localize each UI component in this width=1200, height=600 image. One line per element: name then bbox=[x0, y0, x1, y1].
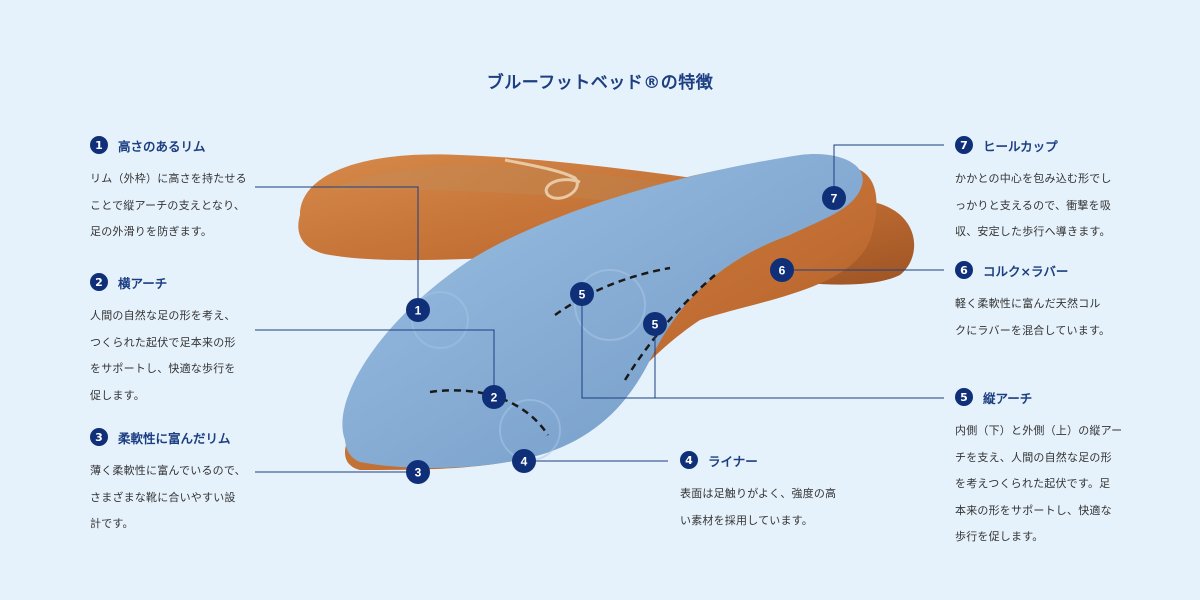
feature-title: コルク×ラバー bbox=[983, 263, 1069, 279]
leader-lines bbox=[255, 144, 944, 473]
svg-text:3: 3 bbox=[415, 466, 422, 480]
feature-number-badge: 7 bbox=[955, 136, 973, 154]
feature-5: 5 縦アーチ 内側（下）と外側（上）の縦アー チを支え、人間の自然な足の形 を考え… bbox=[955, 387, 1130, 551]
svg-text:7: 7 bbox=[831, 192, 838, 206]
front-insole bbox=[342, 154, 877, 470]
feature-number-badge: 4 bbox=[680, 451, 698, 469]
feature-4: 4 ライナー 表面は足触りがよく、強度の高 い素材を採用しています。 bbox=[680, 450, 855, 534]
marker-1: 1 bbox=[406, 298, 430, 322]
marker-5b: 5 bbox=[643, 312, 667, 336]
marker-2: 2 bbox=[482, 385, 506, 409]
feature-description: 薄く柔軟性に富んでいるので、 さまざまな靴に合いやすい設 計です。 bbox=[90, 464, 246, 530]
svg-text:4: 4 bbox=[521, 455, 528, 469]
feature-title: ヒールカップ bbox=[983, 138, 1058, 154]
svg-text:2: 2 bbox=[491, 391, 498, 405]
feature-title: 柔軟性に富んだリム bbox=[118, 430, 231, 446]
feature-title: 横アーチ bbox=[118, 275, 168, 291]
svg-text:1: 1 bbox=[415, 304, 422, 318]
svg-text:5: 5 bbox=[579, 288, 586, 302]
feature-number-badge: 5 bbox=[955, 388, 973, 406]
svg-text:5: 5 bbox=[652, 318, 659, 332]
feature-6: 6 コルク×ラバー 軽く柔軟性に富んだ天然コル クにラバーを混合しています。 bbox=[955, 260, 1130, 344]
marker-7: 7 bbox=[822, 186, 846, 210]
feature-title: 縦アーチ bbox=[983, 390, 1033, 406]
feature-7: 7 ヒールカップ かかとの中心を包み込む形でし っかりと支えるので、衝撃を吸 収、… bbox=[955, 135, 1130, 246]
marker-4: 4 bbox=[512, 449, 536, 473]
feature-title: ライナー bbox=[708, 453, 758, 469]
marker-6: 6 bbox=[770, 258, 794, 282]
feature-description: 人間の自然な足の形を考え、 つくられた起伏で足本来の形 をサポートし、快適な歩行… bbox=[90, 309, 236, 402]
feature-1: 1 高さのあるリム リム（外枠）に高さを持たせる ことで縦アーチの支えとなり、 足… bbox=[90, 135, 260, 246]
marker-3: 3 bbox=[406, 460, 430, 484]
feature-number-badge: 6 bbox=[955, 261, 973, 279]
feature-description: リム（外枠）に高さを持たせる ことで縦アーチの支えとなり、 足の外滑りを防ぎます… bbox=[90, 172, 247, 238]
feature-number-badge: 3 bbox=[90, 428, 108, 446]
feature-description: 内側（下）と外側（上）の縦アー チを支え、人間の自然な足の形 を考えつくられた起… bbox=[955, 424, 1123, 543]
feature-description: 軽く柔軟性に富んだ天然コル クにラバーを混合しています。 bbox=[955, 297, 1111, 337]
feature-title: 高さのあるリム bbox=[118, 138, 206, 154]
svg-text:6: 6 bbox=[779, 264, 786, 278]
page-title: ブルーフットベッド®の特徴 bbox=[486, 73, 714, 93]
feature-2: 2 横アーチ 人間の自然な足の形を考え、 つくられた起伏で足本来の形 をサポートし… bbox=[90, 272, 260, 409]
feature-number-badge: 2 bbox=[90, 273, 108, 291]
feature-description: かかとの中心を包み込む形でし っかりと支えるので、衝撃を吸 収、安定した歩行へ導… bbox=[955, 172, 1112, 238]
feature-number-badge: 1 bbox=[90, 136, 108, 154]
marker-5a: 5 bbox=[570, 282, 594, 306]
feature-3: 3 柔軟性に富んだリム 薄く柔軟性に富んでいるので、 さまざまな靴に合いやすい設 … bbox=[90, 427, 260, 538]
feature-description: 表面は足触りがよく、強度の高 い素材を採用しています。 bbox=[680, 487, 837, 527]
